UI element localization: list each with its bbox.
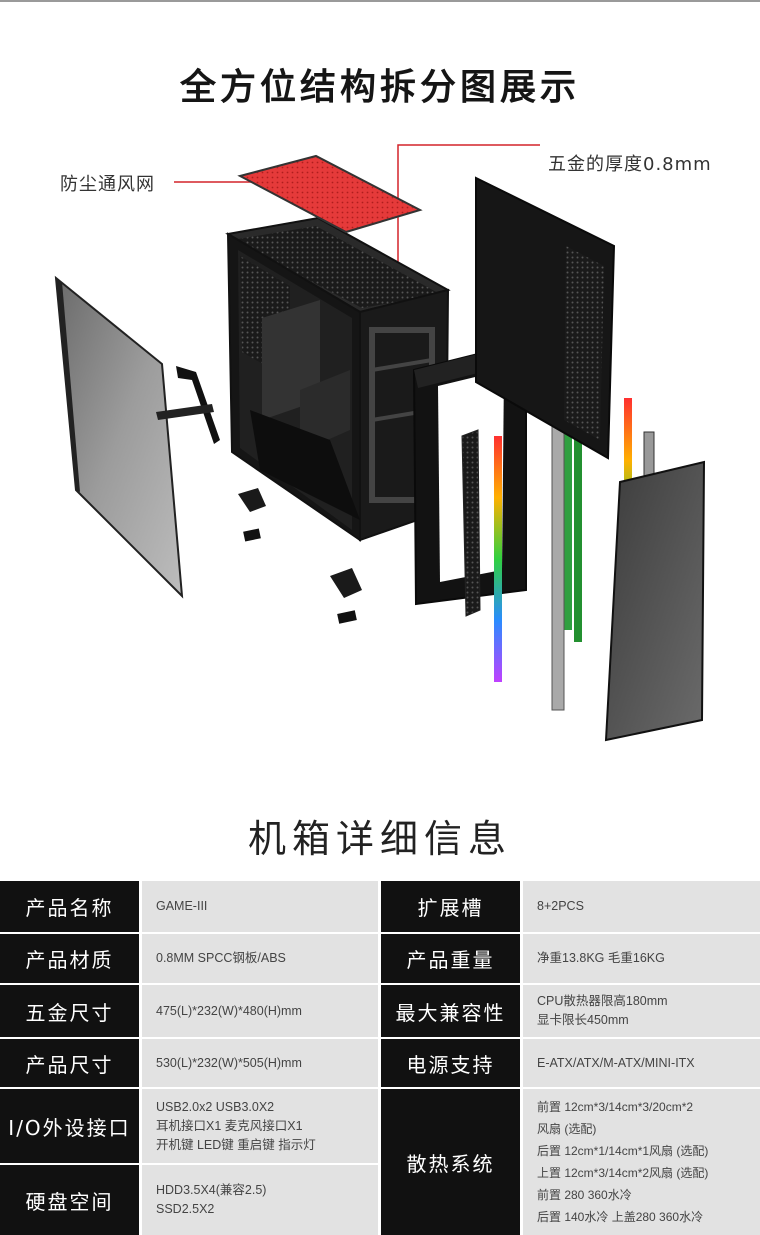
spec-value-compatibility: CPU散热器限高180mm 显卡限长450mm: [523, 985, 760, 1037]
front-glass-panel: [604, 460, 706, 742]
spec-label-psu-support: 电源支持: [381, 1039, 520, 1087]
spec-value-line: SSD2.5X2: [156, 1202, 215, 1216]
spec-label-compatibility: 最大兼容性: [381, 985, 520, 1037]
spec-value-line: 530(L)*232(W)*505(H)mm: [156, 1055, 302, 1070]
spec-value-psu-support: E-ATX/ATX/M-ATX/MINI-ITX: [523, 1039, 760, 1087]
spec-value-io: USB2.0x2 USB3.0X2 耳机接口X1 麦克风接口X1 开机键 LED…: [142, 1089, 378, 1163]
spec-label-io: I/O外设接口: [0, 1089, 139, 1163]
spec-value-cooling: 前置 12cm*3/14cm*3/20cm*2 风扇 (选配) 后置 12cm*…: [523, 1089, 760, 1235]
gpu-bracket: [156, 366, 220, 444]
spec-value-line: 耳机接口X1 麦克风接口X1: [156, 1118, 303, 1133]
spec-value-line: 后置 140水冷 上盖280 360水冷: [537, 1210, 704, 1224]
spec-value-line: 0.8MM SPCC钢板/ABS: [156, 951, 286, 965]
spec-value-material: 0.8MM SPCC钢板/ABS: [142, 934, 378, 983]
spec-value-line: HDD3.5X4(兼容2.5): [156, 1183, 267, 1197]
left-glass-panel: [54, 275, 184, 599]
spec-value-line: USB2.0x2 USB3.0X2: [156, 1099, 275, 1114]
spec-value-line: 475(L)*232(W)*480(H)mm: [156, 1003, 302, 1018]
spec-value-line: 风扇 (选配): [537, 1122, 597, 1136]
spec-value-line: 开机键 LED键 重启键 指示灯: [156, 1137, 316, 1152]
spec-value-weight: 净重13.8KG 毛重16KG: [523, 934, 760, 983]
spec-value-product-name: GAME-III: [142, 881, 378, 932]
spec-label-storage: 硬盘空间: [0, 1165, 139, 1235]
spec-value-line: 后置 12cm*1/14cm*1风扇 (选配): [537, 1144, 709, 1158]
spec-label-cooling: 散热系统: [381, 1089, 520, 1235]
spec-label-product-size: 产品尺寸: [0, 1039, 139, 1087]
spec-value-line: 净重13.8KG 毛重16KG: [537, 951, 665, 965]
spec-value-line: E-ATX/ATX/M-ATX/MINI-ITX: [537, 1055, 695, 1070]
spec-value-line: CPU散热器限高180mm: [537, 994, 668, 1008]
spec-value-metal-size: 475(L)*232(W)*480(H)mm: [142, 985, 378, 1037]
spec-label-product-name: 产品名称: [0, 881, 139, 932]
spec-value-product-size: 530(L)*232(W)*505(H)mm: [142, 1039, 378, 1087]
top-divider: [0, 0, 760, 2]
spec-title: 机箱详细信息: [247, 817, 512, 861]
spec-value-line: 前置 12cm*3/14cm*3/20cm*2: [537, 1100, 694, 1114]
spec-value-line: 8+2PCS: [537, 899, 584, 913]
spec-label-metal-size: 五金尺寸: [0, 985, 139, 1037]
spec-value-line: GAME-III: [156, 899, 208, 913]
spec-label-material: 产品材质: [0, 934, 139, 983]
spec-label-weight: 产品重量: [381, 934, 520, 983]
exploded-case-diagram: [54, 144, 706, 742]
callout-dust-filter: 防尘通风网: [60, 174, 155, 195]
case-feet: [238, 488, 362, 624]
spec-value-storage: HDD3.5X4(兼容2.5) SSD2.5X2: [142, 1165, 378, 1235]
dust-filter: [237, 154, 423, 234]
spec-value-line: 显卡限长450mm: [537, 1013, 629, 1027]
front-mesh-strip: [461, 429, 481, 617]
spec-label-expansion-slots: 扩展槽: [381, 881, 520, 932]
callout-metal-thickness: 五金的厚度0.8mm: [548, 154, 712, 175]
right-side-panel: [475, 176, 616, 460]
spec-value-expansion-slots: 8+2PCS: [523, 881, 760, 932]
spec-value-line: 前置 280 360水冷: [537, 1188, 632, 1202]
spec-value-line: 上置 12cm*3/14cm*2风扇 (选配): [537, 1166, 709, 1180]
main-chassis: [225, 216, 451, 542]
page-title: 全方位结构拆分图展示: [179, 67, 580, 108]
